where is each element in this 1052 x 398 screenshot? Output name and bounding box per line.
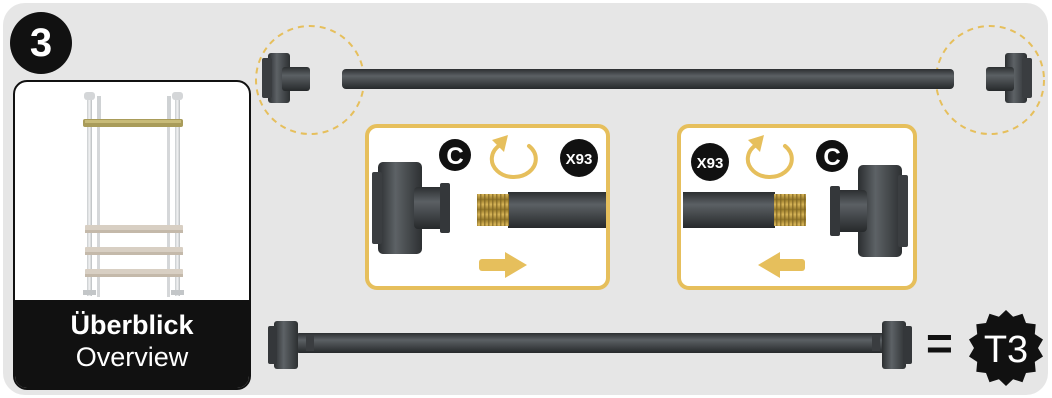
overview-title-en: Overview xyxy=(75,342,189,372)
step-number-badge: 3 xyxy=(10,12,72,74)
top-pipe-assembly xyxy=(255,25,1045,135)
shelf-overview-illustration xyxy=(83,92,184,297)
pipe-thread-right xyxy=(774,194,806,226)
left-tee-fitting xyxy=(262,53,310,103)
detail-tee-fitting-right xyxy=(830,165,908,257)
right-detail-box: X93 C xyxy=(677,124,917,290)
arrow-left-icon xyxy=(758,252,805,278)
assembly-code: T3 xyxy=(984,329,1028,371)
rotate-clockwise-icon-right xyxy=(745,135,794,179)
equals-sign: = xyxy=(926,317,953,369)
arrow-right-icon xyxy=(479,252,527,278)
detail-tee-fitting-left xyxy=(372,162,450,254)
screw-code-left: X93 xyxy=(566,151,593,168)
long-pipe xyxy=(342,69,954,89)
detail-pipe-right xyxy=(683,192,775,228)
rotate-clockwise-icon xyxy=(489,135,538,179)
overview-label-block: Überblick Overview xyxy=(15,300,249,388)
part-code-left: C xyxy=(446,143,463,170)
screw-chip-right xyxy=(691,143,729,181)
right-tee-fitting xyxy=(986,53,1032,103)
part-code-right: C xyxy=(823,144,840,171)
t3-gear-badge: T3 xyxy=(969,310,1043,386)
detail-pipe-left xyxy=(508,192,606,228)
screw-chip-left xyxy=(560,139,598,177)
left-detail-box: C X93 xyxy=(365,124,610,290)
assembled-pipe-result xyxy=(268,321,912,369)
part-c-chip-right xyxy=(816,140,848,172)
step-number: 3 xyxy=(29,20,53,65)
overview-title-de: Überblick xyxy=(70,310,194,340)
overview-card: Überblick Overview xyxy=(13,80,251,390)
pipe-thread-left xyxy=(477,194,509,226)
screw-code-right: X93 xyxy=(697,155,724,172)
part-c-chip-left xyxy=(439,139,471,171)
